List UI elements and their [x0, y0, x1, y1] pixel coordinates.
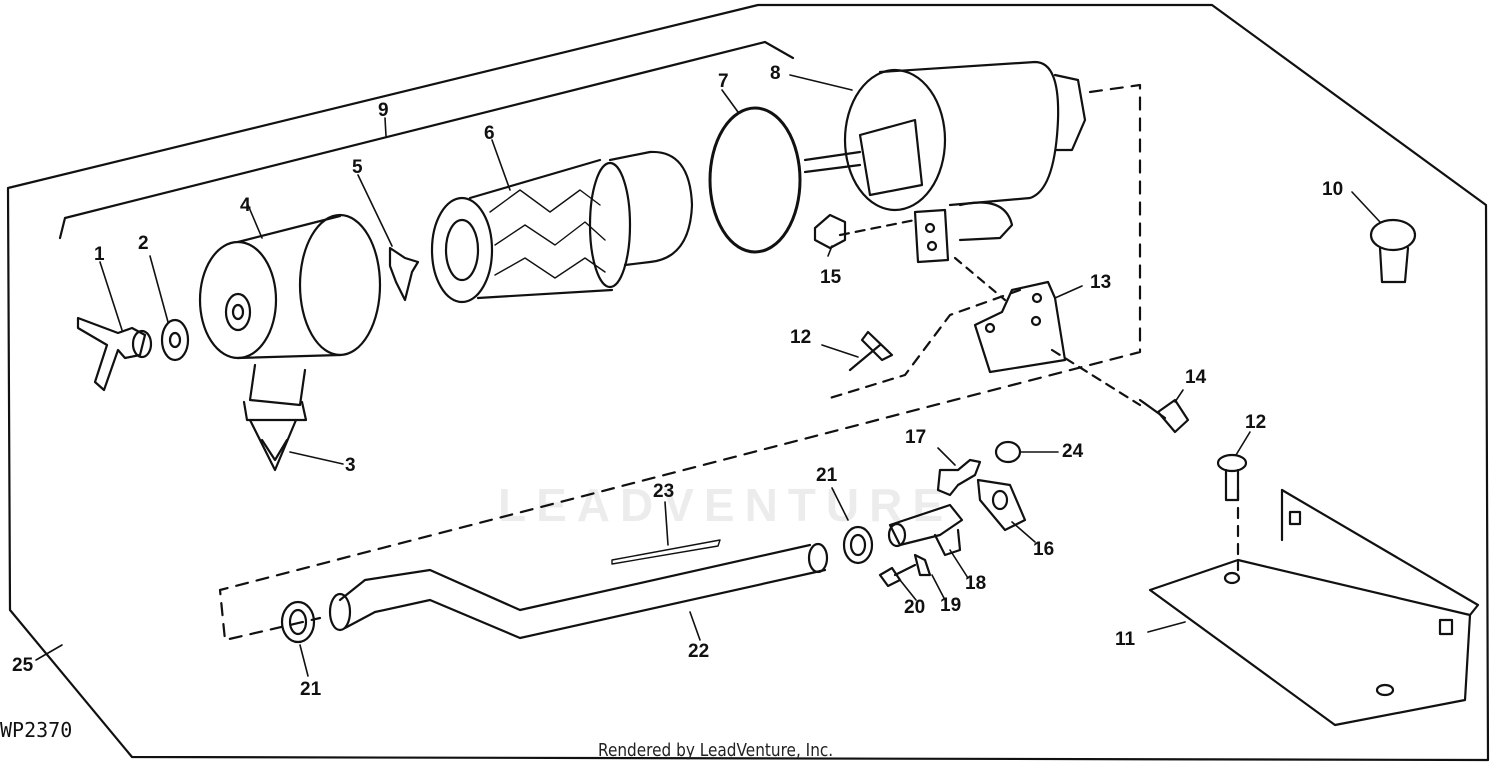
- gasket: [976, 478, 1027, 532]
- callout-5: 5: [352, 157, 363, 178]
- callout-4: 4: [240, 195, 251, 216]
- clamp-21b: [842, 525, 874, 565]
- screw-20: [878, 563, 917, 588]
- hex-nut: [813, 213, 847, 250]
- bolt-14: [1138, 398, 1190, 434]
- elbow-fitting: [936, 458, 982, 497]
- callout-15: 15: [820, 267, 842, 288]
- clamp-24: [994, 440, 1022, 464]
- callout-3: 3: [345, 455, 356, 476]
- callout-16: 16: [1033, 539, 1055, 560]
- filter-element: [430, 150, 694, 304]
- callout-11: 11: [1115, 629, 1136, 650]
- callout-18: 18: [965, 573, 987, 594]
- callout-9: 9: [378, 100, 389, 121]
- callout-19: 19: [940, 595, 962, 616]
- small-fitting: [913, 553, 932, 577]
- callout-6: 6: [484, 123, 495, 144]
- drawing-code: WP2370: [0, 718, 73, 742]
- air-cleaner-body: [803, 60, 1087, 264]
- callout-17: 17: [905, 427, 927, 448]
- callout-24: 24: [1062, 441, 1084, 462]
- callout-12a: 12: [790, 327, 812, 348]
- callout-14: 14: [1185, 367, 1207, 388]
- dashed-group: [218, 83, 1142, 642]
- washer: [160, 318, 190, 362]
- callout-23: 23: [653, 481, 675, 502]
- callout-25: 25: [12, 655, 34, 676]
- callout-7: 7: [718, 71, 729, 92]
- screw-10: [1369, 218, 1417, 284]
- angle-bracket-11: [1148, 488, 1480, 727]
- cover: [198, 213, 382, 360]
- callout-21a: 21: [816, 465, 838, 486]
- wing-nut: [76, 316, 153, 392]
- watermark: LEADVENTURE: [498, 479, 954, 531]
- hose: [328, 542, 829, 640]
- leader-lines: [35, 74, 1381, 677]
- strap: [611, 539, 721, 565]
- o-ring: [708, 106, 802, 254]
- callout-2: 2: [138, 233, 149, 254]
- clamp-21a: [280, 600, 316, 644]
- bolt-12a: [848, 330, 894, 372]
- callout-1: 1: [94, 244, 105, 265]
- callout-10: 10: [1322, 179, 1344, 200]
- clip: [388, 246, 420, 302]
- bolt-12b: [1216, 453, 1248, 502]
- assembly-outline: [6, 3, 1490, 762]
- bracket-9: [58, 40, 795, 240]
- callout-22: 22: [688, 641, 710, 662]
- mount-plate: [973, 280, 1067, 374]
- render-credit: Rendered by LeadVenture, Inc.: [598, 740, 834, 761]
- dust-valve: [242, 363, 308, 472]
- callout-21b: 21: [300, 679, 322, 700]
- callout-13: 13: [1090, 272, 1112, 293]
- callout-12b: 12: [1245, 412, 1267, 433]
- callout-8: 8: [770, 63, 781, 84]
- callout-20: 20: [904, 597, 926, 618]
